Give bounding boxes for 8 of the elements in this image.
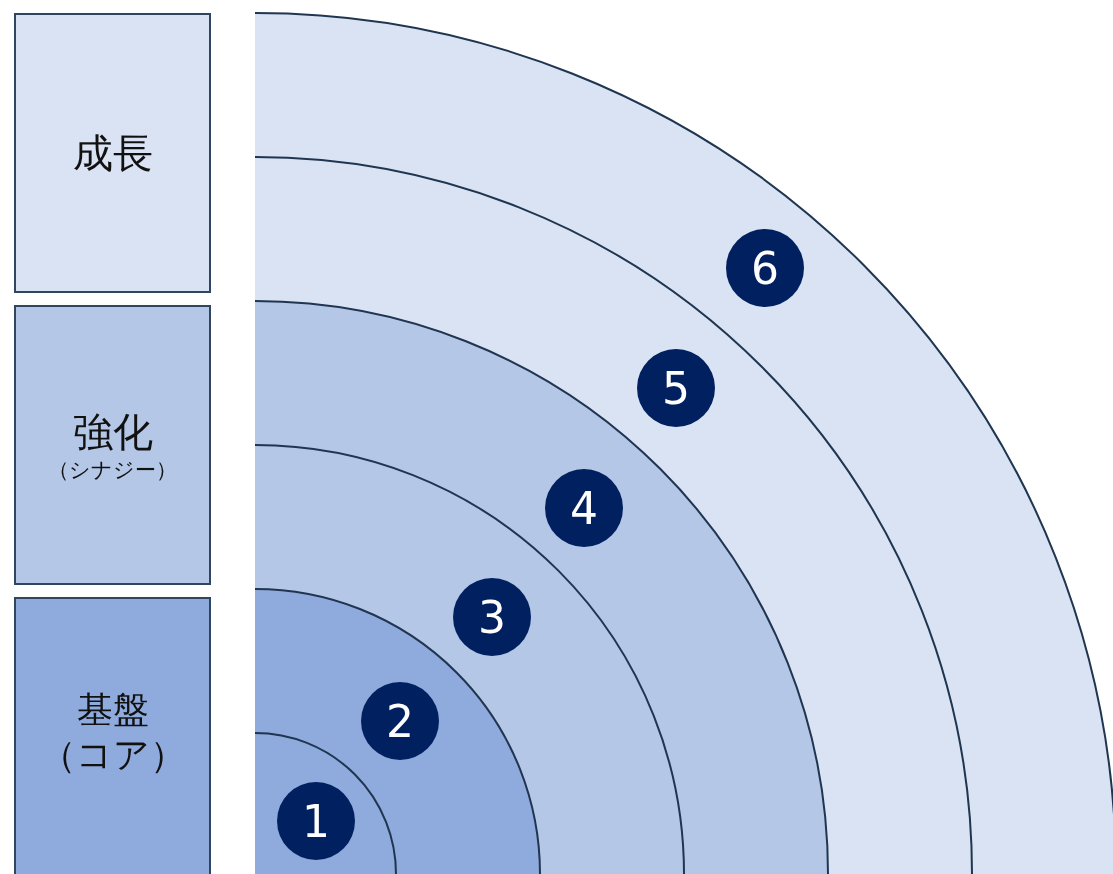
level-box: [14, 597, 211, 874]
level-title: 成長: [72, 129, 153, 178]
level-title: 基盤: [76, 688, 149, 732]
level-box: [14, 13, 211, 293]
level-subtitle: （コア）: [39, 733, 186, 777]
level-subtitle: （シナジー）: [48, 456, 177, 484]
level-title: 強化: [72, 407, 153, 457]
level-box: [14, 305, 211, 585]
